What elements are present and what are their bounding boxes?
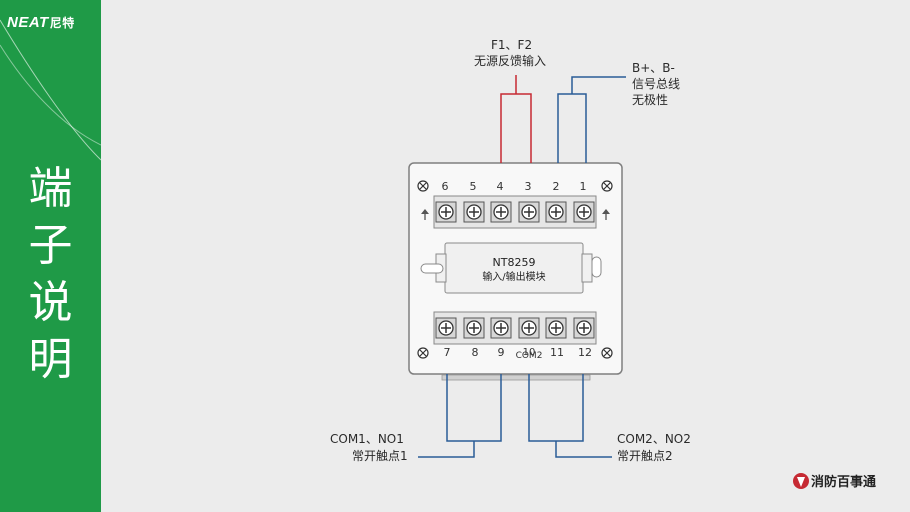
logo-latin: NEAT: [7, 14, 49, 31]
com-label: COM2: [516, 351, 543, 361]
contact1-label-line1: COM1、NO1: [330, 432, 404, 446]
up-arrow-icon: [602, 209, 610, 220]
terminal-number: 2: [553, 180, 560, 193]
mounting-slot-right: [591, 256, 602, 278]
contact2-label-line1: COM2、NO2: [617, 432, 691, 446]
terminal-screw-icon: [435, 201, 457, 223]
terminal-number: 6: [442, 180, 449, 193]
terminal-screw-icon: [545, 201, 567, 223]
footer-brand-text: 消防百事通: [811, 475, 877, 490]
page-title-char: 端: [28, 163, 73, 214]
terminal-number: 1: [580, 180, 587, 193]
page-title-char: 说: [28, 277, 73, 328]
terminal-number: 3: [525, 180, 532, 193]
footer-brand: 消防百事通: [811, 471, 876, 490]
neat-logo: NEAT尼特: [7, 14, 75, 31]
terminal-screw-icon: [490, 201, 512, 223]
logo-chinese: 尼特: [49, 16, 75, 30]
sidebar: NEAT尼特 端 子 说 明: [0, 0, 101, 512]
contact2-label-line2: 常开触点2: [617, 449, 673, 463]
terminal-screw-icon: [518, 201, 540, 223]
terminal-screw-icon: [463, 317, 485, 339]
terminal-number: 5: [470, 180, 477, 193]
mounting-slot-left: [420, 263, 444, 274]
bus-label-line2: 信号总线: [632, 77, 681, 91]
terminal-number: 7: [444, 346, 451, 359]
bus-label-line3: 无极性: [632, 93, 669, 107]
device-model: NT8259: [493, 256, 536, 269]
feedback-label-line1: F1、F2: [491, 38, 533, 52]
terminal-screw-icon: [463, 201, 485, 223]
terminal-number: 12: [578, 346, 592, 359]
terminal-screw-icon: [545, 317, 567, 339]
page-title-char: 明: [28, 334, 73, 385]
mounting-screw-bottom-right: [601, 347, 613, 359]
contact2-wire-lead: [555, 441, 612, 458]
terminal-screw-icon: [490, 317, 512, 339]
terminal-number: 10: [523, 347, 536, 358]
feedback-wire: [500, 93, 532, 163]
terminal-number: 8: [472, 346, 479, 359]
mounting-screw-top-right: [601, 180, 613, 192]
terminal-number: 4: [497, 180, 504, 193]
contact1-wire: [446, 374, 502, 442]
bus-wire: [557, 93, 587, 163]
top-terminal-block: [433, 195, 597, 229]
terminal-screw-icon: [518, 317, 540, 339]
brand-logo-icon: [793, 473, 809, 489]
page-title: 端 子 说 明: [0, 160, 101, 388]
up-arrow-icon: [421, 209, 429, 220]
page-title-char: 子: [28, 220, 73, 271]
module-base: [441, 374, 591, 381]
contact1-label-line2: 常开触点1: [352, 449, 408, 463]
feedback-label-line2: 无源反馈输入: [474, 54, 547, 68]
terminal-screw-icon: [573, 201, 595, 223]
top-terminal-row: [435, 201, 595, 223]
mounting-screw-bottom-left: [417, 347, 429, 359]
bottom-terminal-row: [435, 317, 595, 339]
terminal-screw-icon: [573, 317, 595, 339]
bottom-terminal-block: [433, 311, 597, 345]
contact2-wire: [528, 374, 584, 442]
mounting-screw-top-left: [417, 180, 429, 192]
terminal-screw-icon: [435, 317, 457, 339]
contact1-wire-lead: [418, 441, 475, 458]
bus-label-line1: B+、B-: [632, 61, 675, 75]
sidebar-arcs: [0, 19, 101, 161]
device-name: 输入/输出模块: [482, 270, 545, 283]
bus-wire-lead: [571, 76, 626, 94]
terminal-number: 9: [498, 346, 505, 359]
label-plate-tab-right: [581, 253, 593, 283]
terminal-number: 11: [550, 346, 564, 359]
